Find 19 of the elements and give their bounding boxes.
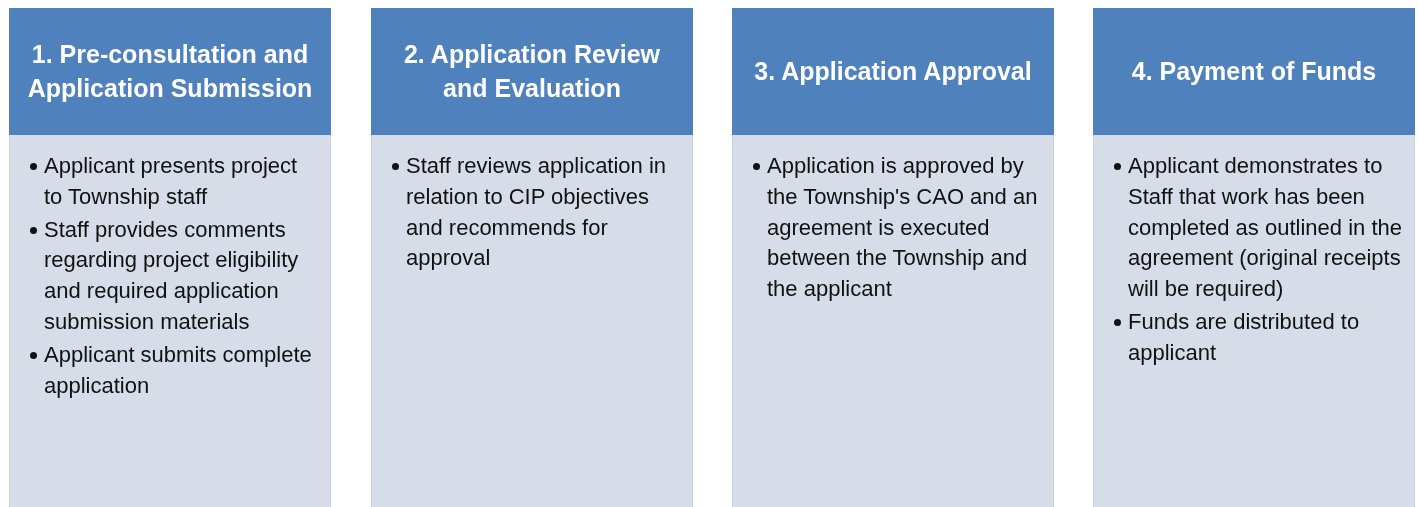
bullet-item: Application is approved by the Township's CAO and an agreement is executed between the Township and the applicant bbox=[767, 152, 1039, 304]
bullet-item: Funds are distributed to applicant bbox=[1128, 308, 1361, 367]
step-header bbox=[9, 8, 331, 135]
step-header bbox=[732, 8, 1054, 135]
bullet-item: Staff provides comments regarding project eligibility and required application submission materials bbox=[44, 215, 300, 336]
step-content-panel bbox=[9, 135, 331, 507]
step-header bbox=[1093, 8, 1415, 135]
step-title: 4. Payment of Funds bbox=[1131, 55, 1377, 87]
bullet-item: Applicant submits complete application bbox=[44, 340, 313, 400]
step-content-panel bbox=[732, 135, 1054, 507]
step-header bbox=[371, 8, 693, 135]
step-content-panel bbox=[371, 135, 693, 507]
step-content-panel bbox=[1093, 135, 1415, 507]
bullet-item: Applicant presents project to Township staff bbox=[44, 152, 299, 211]
step-title: 2. Application Review and Evaluation bbox=[402, 38, 662, 104]
step-title: 1. Pre-consultation and Application Submission bbox=[26, 38, 314, 104]
step-title: 3. Application Approval bbox=[754, 55, 1032, 87]
bullet-item: Applicant demonstrates to Staff that work has been completed as outlined in the agreement (original receipts will be required) bbox=[1128, 152, 1402, 304]
bullet-item: Staff reviews application in relation to CIP objectives and recommends for approval bbox=[406, 152, 668, 273]
